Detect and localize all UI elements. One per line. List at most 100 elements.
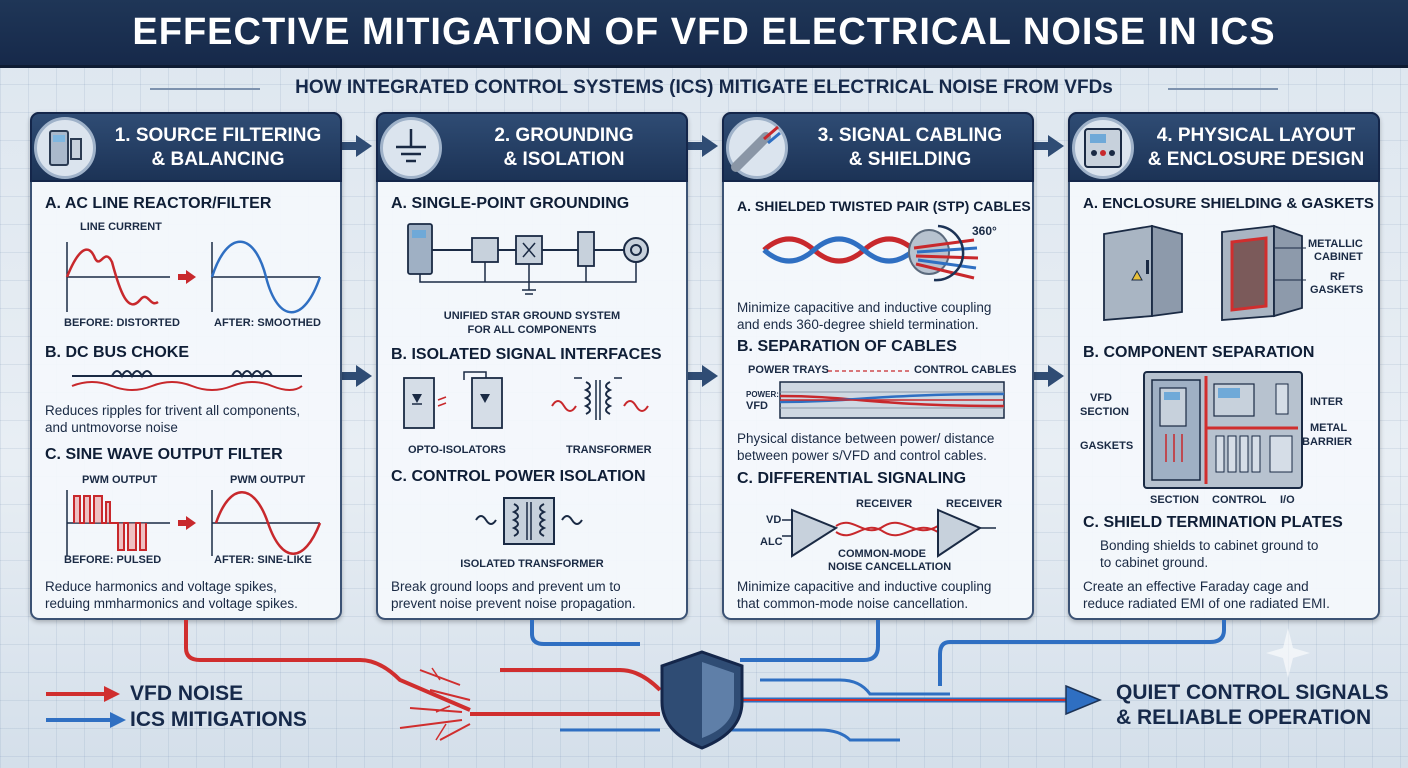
outcome-text: QUIET CONTROL SIGNALS & RELIABLE OPERATI… [1116,680,1389,730]
vfd-label: VFD [1090,392,1112,404]
before-label: BEFORE: PULSED [64,554,162,566]
title-bar: EFFECTIVE MITIGATION OF VFD ELECTRICAL N… [0,0,1408,68]
section-text: and ends 360-degree shield termination. [737,317,979,332]
receiver-label: RECEIVER [946,498,1003,510]
pwm-vs-sine-waveform [66,490,322,556]
panel-title-line1: 3. SIGNAL CABLING [817,125,1003,146]
dc-bus-choke-diagram [71,370,303,391]
section-text: Physical distance between power/ distanc… [737,431,995,446]
section-text: reduce radiated EMI of one radiated EMI. [1083,596,1330,611]
panel-title: 4. PHYSICAL LAYOUT & ENCLOSURE DESIGN [1140,124,1372,172]
section-text: to cabinet ground. [1100,555,1209,570]
control-panel-icon [1072,117,1134,179]
outcome-line1: QUIET CONTROL SIGNALS [1116,681,1389,704]
flow-arrow-shaft [342,372,356,380]
panel-title-line1: 2. GROUNDING [494,125,634,146]
barrier-label: BARRIER [1302,436,1353,448]
flow-arrow-icon [1048,365,1064,387]
bottom-label-section: SECTION [1150,494,1199,506]
panel-signal-cabling: 3. SIGNAL CABLING & SHIELDING A. SHIELDE… [722,112,1034,620]
panel-physical-layout: 4. PHYSICAL LAYOUT & ENCLOSURE DESIGN A.… [1068,112,1380,620]
isolated-transformer-diagram [475,497,583,545]
differential-signaling-diagram [782,508,996,558]
vfd-label: VFD [746,400,768,412]
outcome-line2: & RELIABLE OPERATION [1116,706,1372,729]
subtitle-rule-left [150,88,260,90]
before-label: BEFORE: DISTORTED [64,317,180,329]
section-text: and untmovorse noise [45,420,178,435]
flow-arrow-shaft [688,142,702,150]
bottom-label-control: CONTROL [1212,494,1267,506]
section-text: Reduce harmonics and voltage spikes, [45,579,277,594]
flow-arrow-icon [356,365,372,387]
component-separation-diagram [1143,371,1303,489]
pwm-label-left: PWM OUTPUT [82,474,158,486]
section-text: between power s/VFD and control cables. [737,448,987,463]
section-heading: B. SEPARATION OF CABLES [737,338,957,355]
panel-title-line1: 4. PHYSICAL LAYOUT [1156,125,1356,146]
flow-arrow-shaft [688,372,702,380]
diagram-caption: NOISE CANCELLATION [828,561,952,573]
pwm-label-right: PWM OUTPUT [230,474,306,486]
section-heading: C. CONTROL POWER ISOLATION [391,468,646,485]
control-cables-label: CONTROL CABLES [914,364,1017,376]
power-label: POWER: [746,390,779,399]
flow-arrow-shaft [1034,142,1048,150]
diagram-caption: COMMON-MODE [838,548,926,560]
flow-arrow-shaft [342,142,356,150]
alc-label: ALC [760,536,783,548]
star-ground-diagram [407,223,649,295]
shielded-cable-icon [726,117,788,179]
flow-arrow-icon [356,135,372,157]
page-title: EFFECTIVE MITIGATION OF VFD ELECTRICAL N… [132,11,1276,53]
noise-flow-diagram [46,620,1310,750]
bottom-label-io: I/O [1280,494,1295,506]
metallic-label: METALLIC [1308,238,1363,250]
flow-arrow-icon [702,135,718,157]
section-heading: B. ISOLATED SIGNAL INTERFACES [391,346,662,363]
ground-icon [380,117,442,179]
section-text: prevent noise prevent noise propagation. [391,596,636,611]
distorted-vs-smooth-waveform [65,240,322,314]
panel-header: 2. GROUNDING & ISOLATION [376,112,688,182]
section-text: Bonding shields to cabinet ground to [1100,538,1319,553]
panel-title-line2: & ENCLOSURE DESIGN [1147,149,1365,170]
panel-title-line2: & ISOLATION [503,149,625,170]
vd-label: VD [766,514,782,526]
degree-label: 360° [972,224,997,238]
panel-title: 1. SOURCE FILTERING & BALANCING [102,124,334,172]
panel-grounding: 2. GROUNDING & ISOLATION A. SINGLE-POINT… [376,112,688,620]
cable-separation-diagram [779,370,1005,419]
legend-noise: VFD NOISE [130,682,244,705]
panel-header: 1. SOURCE FILTERING & BALANCING [30,112,342,182]
flow-arrow-icon [1048,135,1064,157]
section-heading: C. SHIELD TERMINATION PLATES [1083,514,1343,531]
subtitle: HOW INTEGRATED CONTROL SYSTEMS (ICS) MIT… [295,77,1113,98]
panel-title: 3. SIGNAL CABLING & SHIELDING [794,124,1026,172]
panel-source-filtering: 1. SOURCE FILTERING & BALANCING A. AC LI… [30,112,342,620]
enclosure-cabinets-diagram [1103,224,1306,321]
section-text: Reduces ripples for trivent all componen… [45,403,301,418]
transformer-label: TRANSFORMER [566,444,652,456]
vfd-drive-icon [34,117,96,179]
subtitle-rule-right [1168,88,1278,90]
opto-isolators-label: OPTO-ISOLATORS [408,444,506,456]
section-heading: A. AC LINE REACTOR/FILTER [45,195,272,212]
section-text: reduing mmharmonics and voltage spikes. [45,596,298,611]
metal-label: METAL [1310,422,1348,434]
after-label: AFTER: SMOOTHED [214,317,321,329]
section-text: Break ground loops and prevent um to [391,579,621,594]
diagram-caption: UNIFIED STAR GROUND SYSTEM [443,310,621,322]
section-heading: A. SHIELDED TWISTED PAIR (STP) CABLES [737,198,1031,214]
section-text: that common-mode noise cancellation. [737,596,969,611]
flow-arrow-shaft [1034,372,1048,380]
section-text: Minimize capacitive and inductive coupli… [737,579,992,594]
section-text: Minimize capacitive and inductive coupli… [737,300,992,315]
panel-title-line1: 1. SOURCE FILTERING [114,125,322,146]
panel-title: 2. GROUNDING & ISOLATION [448,124,680,172]
after-label: AFTER: SINE-LIKE [214,554,312,566]
waveform-label: LINE CURRENT [80,221,162,233]
section-text: Create an effective Faraday cage and [1083,579,1309,594]
flow-arrow-icon [702,365,718,387]
legend-mitigation: ICS MITIGATIONS [130,708,307,731]
